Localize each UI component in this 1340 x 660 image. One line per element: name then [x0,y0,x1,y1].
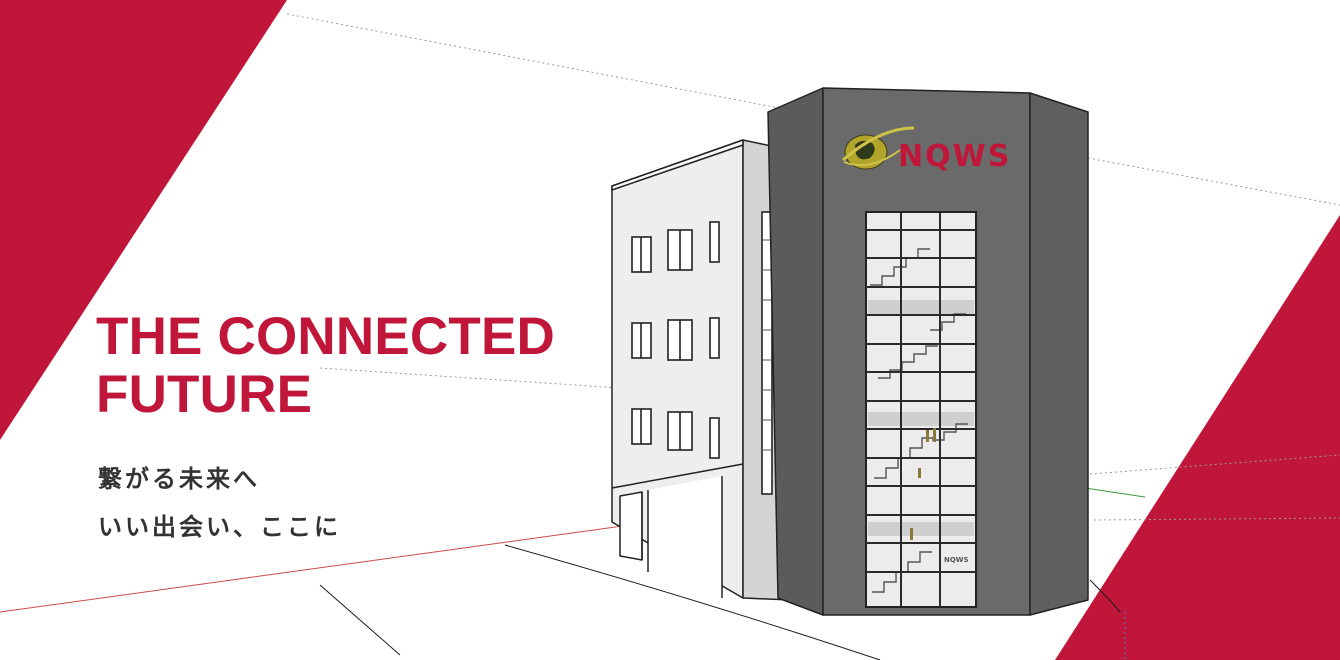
facade-mullions [866,212,976,607]
tagline: 繋がる未来へ いい出会い、ここに [98,455,341,551]
wing-slit-ticks [762,239,772,451]
ground-lines [319,544,1121,660]
tagline-line-1: 繋がる未来へ [98,465,260,493]
headline-line-1: THE CONNECTED [96,307,556,366]
headline: THE CONNECTED FUTURE [96,308,555,424]
glass-facade: NQWS [865,211,977,608]
facade-sign-text: NQWS [944,556,969,564]
globe-logo-icon [842,126,915,170]
perspective-guides [286,13,1340,521]
red-corner-triangle-left [0,0,287,440]
red-corner-triangle-right [1055,215,1340,660]
green-axis-line [1084,487,1146,498]
tower-logo-text: NQWS [898,139,1011,174]
figure-icons [910,428,936,540]
red-axis-line [0,511,725,613]
headline-line-2: FUTURE [96,365,313,424]
wing-windows [631,211,773,495]
tagline-line-2: いい出会い、ここに [98,513,341,541]
